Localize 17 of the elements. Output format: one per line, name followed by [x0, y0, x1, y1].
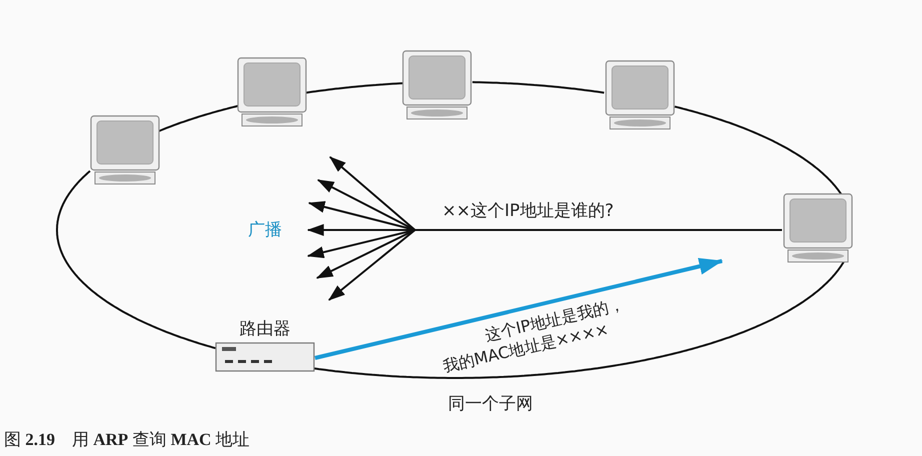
- subnet-label: 同一个子网: [448, 393, 533, 415]
- computer-drawing: [401, 50, 473, 120]
- computer-drawing: [89, 115, 161, 185]
- network-ring-line: [674, 106, 842, 195]
- network-ring-line: [472, 81, 604, 94]
- edge-label: ××这个IP地址是谁的?: [442, 201, 614, 222]
- network-ring-line: [158, 104, 238, 132]
- computer-drawing: [782, 193, 854, 263]
- network-ring-line: [56, 170, 216, 350]
- computer-drawing: [604, 60, 676, 130]
- computer-drawing: [236, 57, 308, 127]
- edge-label: 这个IP地址是我的，我的MAC地址是××××: [440, 293, 627, 377]
- network-ring-line: [306, 82, 404, 94]
- router-label: 路由器: [238, 318, 292, 341]
- arrow: [314, 258, 723, 360]
- figure-caption: 图 2.19 用 ARP 查询 MAC 地址: [4, 429, 250, 451]
- broadcast-label: 广播: [248, 219, 282, 241]
